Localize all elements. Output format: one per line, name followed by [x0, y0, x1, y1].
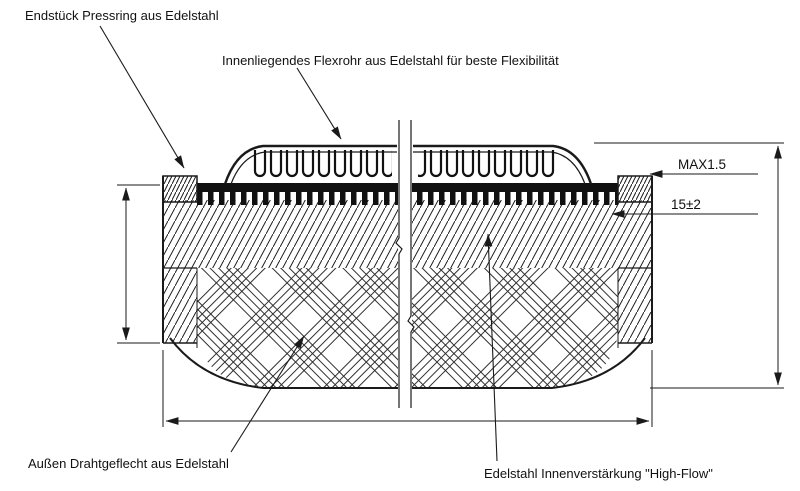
pressring-left — [162, 175, 198, 203]
leader-highflow — [484, 233, 498, 462]
dimension-lines — [117, 142, 784, 427]
leader-pressring — [99, 25, 185, 169]
dim-max-wall: MAX1.5 — [678, 157, 727, 172]
label-flexrohr: Innenliegendes Flexrohr aus Edelstahl fü… — [222, 53, 559, 68]
label-highflow: Edelstahl Innenverstärkung "High-Flow" — [484, 466, 713, 481]
bellows — [223, 144, 593, 185]
dim-length-tolerance: 15±2 — [671, 197, 701, 212]
leader-lines — [99, 25, 498, 462]
pressring-right — [617, 175, 653, 203]
label-braid: Außen Drahtgeflecht aus Edelstahl — [28, 456, 229, 471]
label-pressring: Endstück Pressring aus Edelstahl — [25, 8, 219, 23]
leader-braid — [230, 335, 305, 453]
leader-flexrohr — [296, 67, 342, 140]
break-lines — [395, 118, 415, 412]
